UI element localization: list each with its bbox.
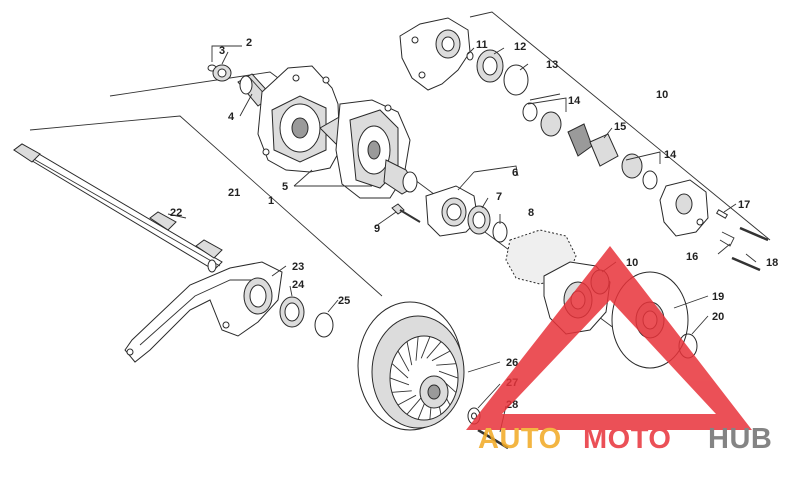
watermark-text-moto: MOTO: [583, 423, 671, 455]
callout-12: 12: [514, 41, 526, 53]
part-26-driven-clutch: [357, 301, 465, 431]
callout-16: 16: [686, 251, 698, 263]
callout-6: 6: [512, 167, 518, 179]
part-6-plate: [425, 185, 479, 237]
bracket-group-21: [29, 115, 383, 297]
callout-2: 2: [246, 37, 252, 49]
part-12-bearing: [476, 49, 504, 83]
callout-22: 22: [170, 207, 182, 219]
part-15-pads: [567, 123, 619, 167]
part-8-ring: [492, 221, 508, 243]
callout-10-lower: 10: [626, 257, 638, 269]
callout-labels: 1 2 3 4 5 6 7 8 9 10 10 11 12 13 14 14 1…: [170, 37, 778, 411]
callout-4: 4: [228, 111, 235, 123]
part-10-upper-housing: [399, 17, 471, 91]
clutch-fin: [438, 370, 459, 379]
callout-3: 3: [219, 45, 225, 57]
callout-25: 25: [338, 295, 350, 307]
watermark-text-hub: HUB: [708, 423, 772, 455]
callout-11: 11: [476, 39, 488, 51]
callout-23: 23: [292, 261, 304, 273]
part-9-bolt: [391, 203, 421, 223]
callout-10-upper: 10: [656, 89, 668, 101]
callout-20: 20: [712, 311, 724, 323]
clutch-fin: [420, 336, 431, 359]
callout-21: 21: [228, 187, 240, 199]
part-13-ring: [503, 64, 529, 96]
clutch-fin: [397, 394, 417, 406]
callout-5: 5: [282, 181, 288, 193]
callout-26: 26: [506, 357, 518, 369]
callout-17: 17: [738, 199, 750, 211]
part-22-shaft: [13, 143, 223, 273]
clutch-fin: [431, 350, 451, 362]
clutch-fin: [392, 390, 412, 393]
part-11-washer: [466, 51, 474, 61]
callout-18: 18: [766, 257, 778, 269]
callout-7: 7: [496, 191, 502, 203]
callout-14-lower: 14: [664, 149, 677, 161]
clutch-fin: [436, 363, 456, 366]
part-5-housing: [257, 65, 418, 199]
part-23-bracket: [124, 261, 283, 363]
part-18-bolts: [731, 226, 769, 272]
watermark-text-auto: AUTO: [478, 423, 562, 455]
watermark-triangle-icon: [466, 246, 752, 430]
part-24-bearing: [279, 296, 305, 328]
callout-leaders: [167, 45, 757, 433]
callout-19: 19: [712, 291, 724, 303]
callout-9: 9: [374, 223, 380, 235]
watermark-logo: AUTO MOTO HUB: [466, 246, 772, 455]
part-17-pin: [715, 209, 735, 247]
part-14-pad-left: [522, 102, 562, 137]
part-2-3-cap: [207, 64, 232, 82]
clutch-fin: [389, 377, 410, 386]
bracket-group-14: [529, 93, 561, 101]
clutch-fin: [406, 341, 413, 366]
callout-15: 15: [614, 121, 626, 133]
callout-13: 13: [546, 59, 558, 71]
callout-1: 1: [268, 195, 274, 207]
bracket-group-10: [469, 11, 771, 241]
part-7-seal: [467, 205, 491, 235]
part-25-snap-ring: [314, 312, 334, 338]
part-28-bolt: [477, 428, 509, 450]
clutch-fin: [406, 397, 422, 415]
clutch-fin: [397, 350, 410, 372]
callout-24: 24: [292, 279, 305, 291]
clutch-fin: [415, 336, 419, 361]
callout-8: 8: [528, 207, 534, 219]
clutch-fin: [426, 341, 442, 359]
callout-14-upper: 14: [568, 95, 581, 107]
clutch-fin: [391, 363, 409, 379]
part-16-caliper: [659, 179, 709, 237]
